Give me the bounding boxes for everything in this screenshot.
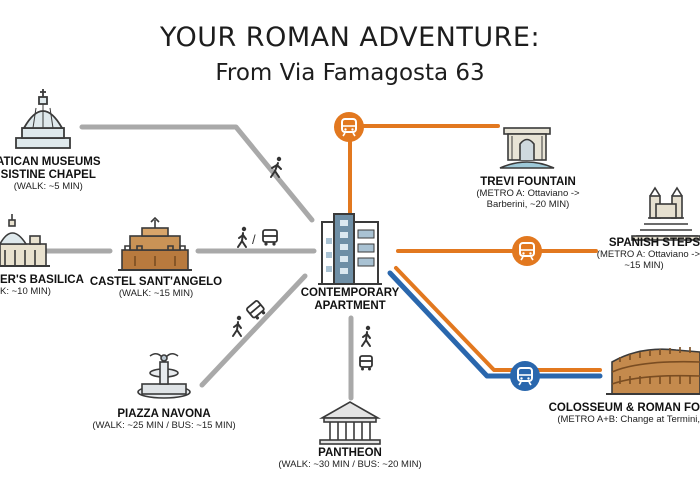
destination-spanish: SPANISH STEPS (METRO A: Ottaviano -> ~15… bbox=[588, 237, 700, 272]
hub-name: APARTMENT bbox=[314, 300, 386, 313]
route-colosseum-metro-a bbox=[394, 266, 602, 372]
destination-detail: ~15 MIN) bbox=[624, 260, 664, 272]
page-title: YOUR ROMAN ADVENTURE: bbox=[159, 22, 541, 53]
metro-train-icon bbox=[334, 112, 364, 142]
metro-routes bbox=[348, 124, 603, 379]
destination-detail: (WALK: ~15 MIN) bbox=[118, 288, 194, 300]
metro-train-icon bbox=[510, 361, 540, 391]
walking-person-icon bbox=[361, 325, 371, 347]
destination-detail: (WALK: ~25 MIN / BUS: ~15 MIN) bbox=[92, 420, 236, 432]
destination-vatican: ATICAN MUSEUMS SISTINE CHAPEL (WALK: ~5 … bbox=[0, 156, 101, 193]
destination-name: COLOSSEUM & ROMAN FO bbox=[548, 402, 700, 414]
metro-train-icon bbox=[512, 236, 542, 266]
apartment-building-icon bbox=[318, 213, 382, 285]
castle-icon bbox=[118, 216, 192, 271]
hub-label: CONTEMPORARY APARTMENT bbox=[290, 287, 410, 313]
colosseum-icon bbox=[606, 347, 700, 395]
destination-pantheon: PANTHEON (WALK: ~30 MIN / BUS: ~20 MIN) bbox=[265, 447, 435, 471]
destination-detail: K: ~10 MIN) bbox=[0, 286, 51, 298]
mode-separator: / bbox=[252, 232, 256, 247]
temple-icon bbox=[318, 401, 382, 445]
arch-fountain-icon bbox=[499, 127, 555, 169]
destination-stpeters: ER'S BASILICA K: ~10 MIN) bbox=[0, 274, 84, 298]
route-vatican bbox=[79, 124, 315, 223]
walking-person-icon bbox=[270, 156, 282, 178]
route-colosseum-metro-b bbox=[387, 270, 603, 379]
dome-icon bbox=[15, 89, 71, 149]
bus-icon bbox=[262, 229, 278, 246]
walking-person-icon bbox=[237, 226, 247, 248]
destination-name: PIAZZA NAVONA bbox=[117, 408, 211, 420]
bus-icon bbox=[359, 355, 373, 371]
hub-name: CONTEMPORARY bbox=[300, 287, 400, 299]
destination-navona: PIAZZA NAVONA (WALK: ~25 MIN / BUS: ~15 … bbox=[82, 408, 246, 432]
destination-name: TREVI FOUNTAIN bbox=[480, 176, 576, 188]
basilica-icon bbox=[0, 214, 50, 267]
destination-name: CASTEL SANT'ANGELO bbox=[89, 276, 223, 288]
destination-name: PANTHEON bbox=[318, 447, 382, 459]
destination-detail: Barberini, ~20 MIN) bbox=[486, 199, 570, 211]
route-navona bbox=[199, 273, 308, 388]
destination-name: SPANISH STEPS bbox=[608, 237, 700, 249]
destination-castel: CASTEL SANT'ANGELO (WALK: ~15 MIN) bbox=[88, 276, 224, 300]
steps-church-icon bbox=[631, 186, 700, 241]
destination-detail: (METRO A: Ottaviano -> bbox=[596, 249, 700, 261]
page-subtitle: From Via Famagosta 63 bbox=[215, 60, 485, 86]
destination-name: SISTINE CHAPEL bbox=[0, 169, 96, 182]
walk-routes bbox=[37, 124, 354, 401]
destination-detail: (METRO A+B: Change at Termini, bbox=[557, 414, 700, 426]
destination-detail: (WALK: ~5 MIN) bbox=[13, 181, 83, 193]
destination-detail: (METRO A: Ottaviano -> bbox=[476, 188, 580, 200]
destination-name: ATICAN MUSEUMS bbox=[0, 156, 101, 168]
destination-detail: (WALK: ~30 MIN / BUS: ~20 MIN) bbox=[278, 459, 422, 471]
destination-trevi: TREVI FOUNTAIN (METRO A: Ottaviano -> Ba… bbox=[466, 176, 590, 211]
walking-person-icon bbox=[232, 315, 242, 337]
fountain-icon bbox=[137, 352, 191, 399]
destination-name: ER'S BASILICA bbox=[0, 274, 84, 286]
destination-colosseum: COLOSSEUM & ROMAN FO (METRO A+B: Change … bbox=[546, 402, 700, 426]
bus-icon bbox=[246, 300, 266, 320]
